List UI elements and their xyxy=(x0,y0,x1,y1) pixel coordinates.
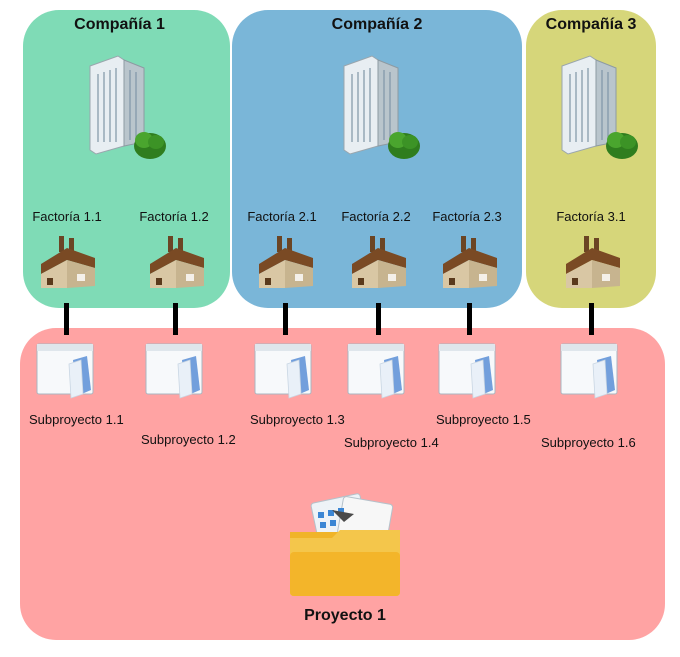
connector-line xyxy=(173,303,178,335)
company-1-title: Compañía 1 xyxy=(74,16,165,33)
factory-label: Factoría 2.1 xyxy=(247,209,317,224)
connector-line xyxy=(283,303,288,335)
project-title: Proyecto 1 xyxy=(304,607,386,624)
factory-icon xyxy=(150,236,204,288)
window-document-icon xyxy=(438,343,496,399)
connector-line xyxy=(467,303,472,335)
factory-label: Factoría 1.1 xyxy=(32,209,102,224)
subproject-label: Subproyecto 1.3 xyxy=(250,412,345,427)
office-building-icon xyxy=(343,55,420,159)
folder-icon xyxy=(290,493,400,596)
window-document-icon xyxy=(36,343,94,399)
office-building-icon xyxy=(89,55,166,159)
factory-icon xyxy=(566,236,620,288)
factory-label: Factoría 3.1 xyxy=(556,209,626,224)
factory-icon xyxy=(443,236,497,288)
connector-line xyxy=(376,303,381,335)
factory-icon xyxy=(41,236,95,288)
factory-icon xyxy=(352,236,406,288)
factory-label: Factoría 2.2 xyxy=(341,209,411,224)
subproject-label: Subproyecto 1.5 xyxy=(436,412,531,427)
company-2-title: Compañía 2 xyxy=(331,16,423,33)
company-3-title: Compañía 3 xyxy=(545,16,637,33)
connector-line xyxy=(589,303,594,335)
factory-label: Factoría 2.3 xyxy=(432,209,502,224)
factory-label: Factoría 1.2 xyxy=(139,209,209,224)
window-document-icon xyxy=(145,343,203,399)
subproject-label: Subproyecto 1.6 xyxy=(541,435,636,450)
factory-icon xyxy=(259,236,313,288)
window-document-icon xyxy=(254,343,312,399)
office-building-icon xyxy=(561,55,638,159)
subproject-label: Subproyecto 1.2 xyxy=(141,432,236,447)
window-document-icon xyxy=(347,343,405,399)
window-document-icon xyxy=(560,343,618,399)
subproject-label: Subproyecto 1.4 xyxy=(344,435,439,450)
connector-line xyxy=(64,303,69,335)
subproject-label: Subproyecto 1.1 xyxy=(29,412,124,427)
